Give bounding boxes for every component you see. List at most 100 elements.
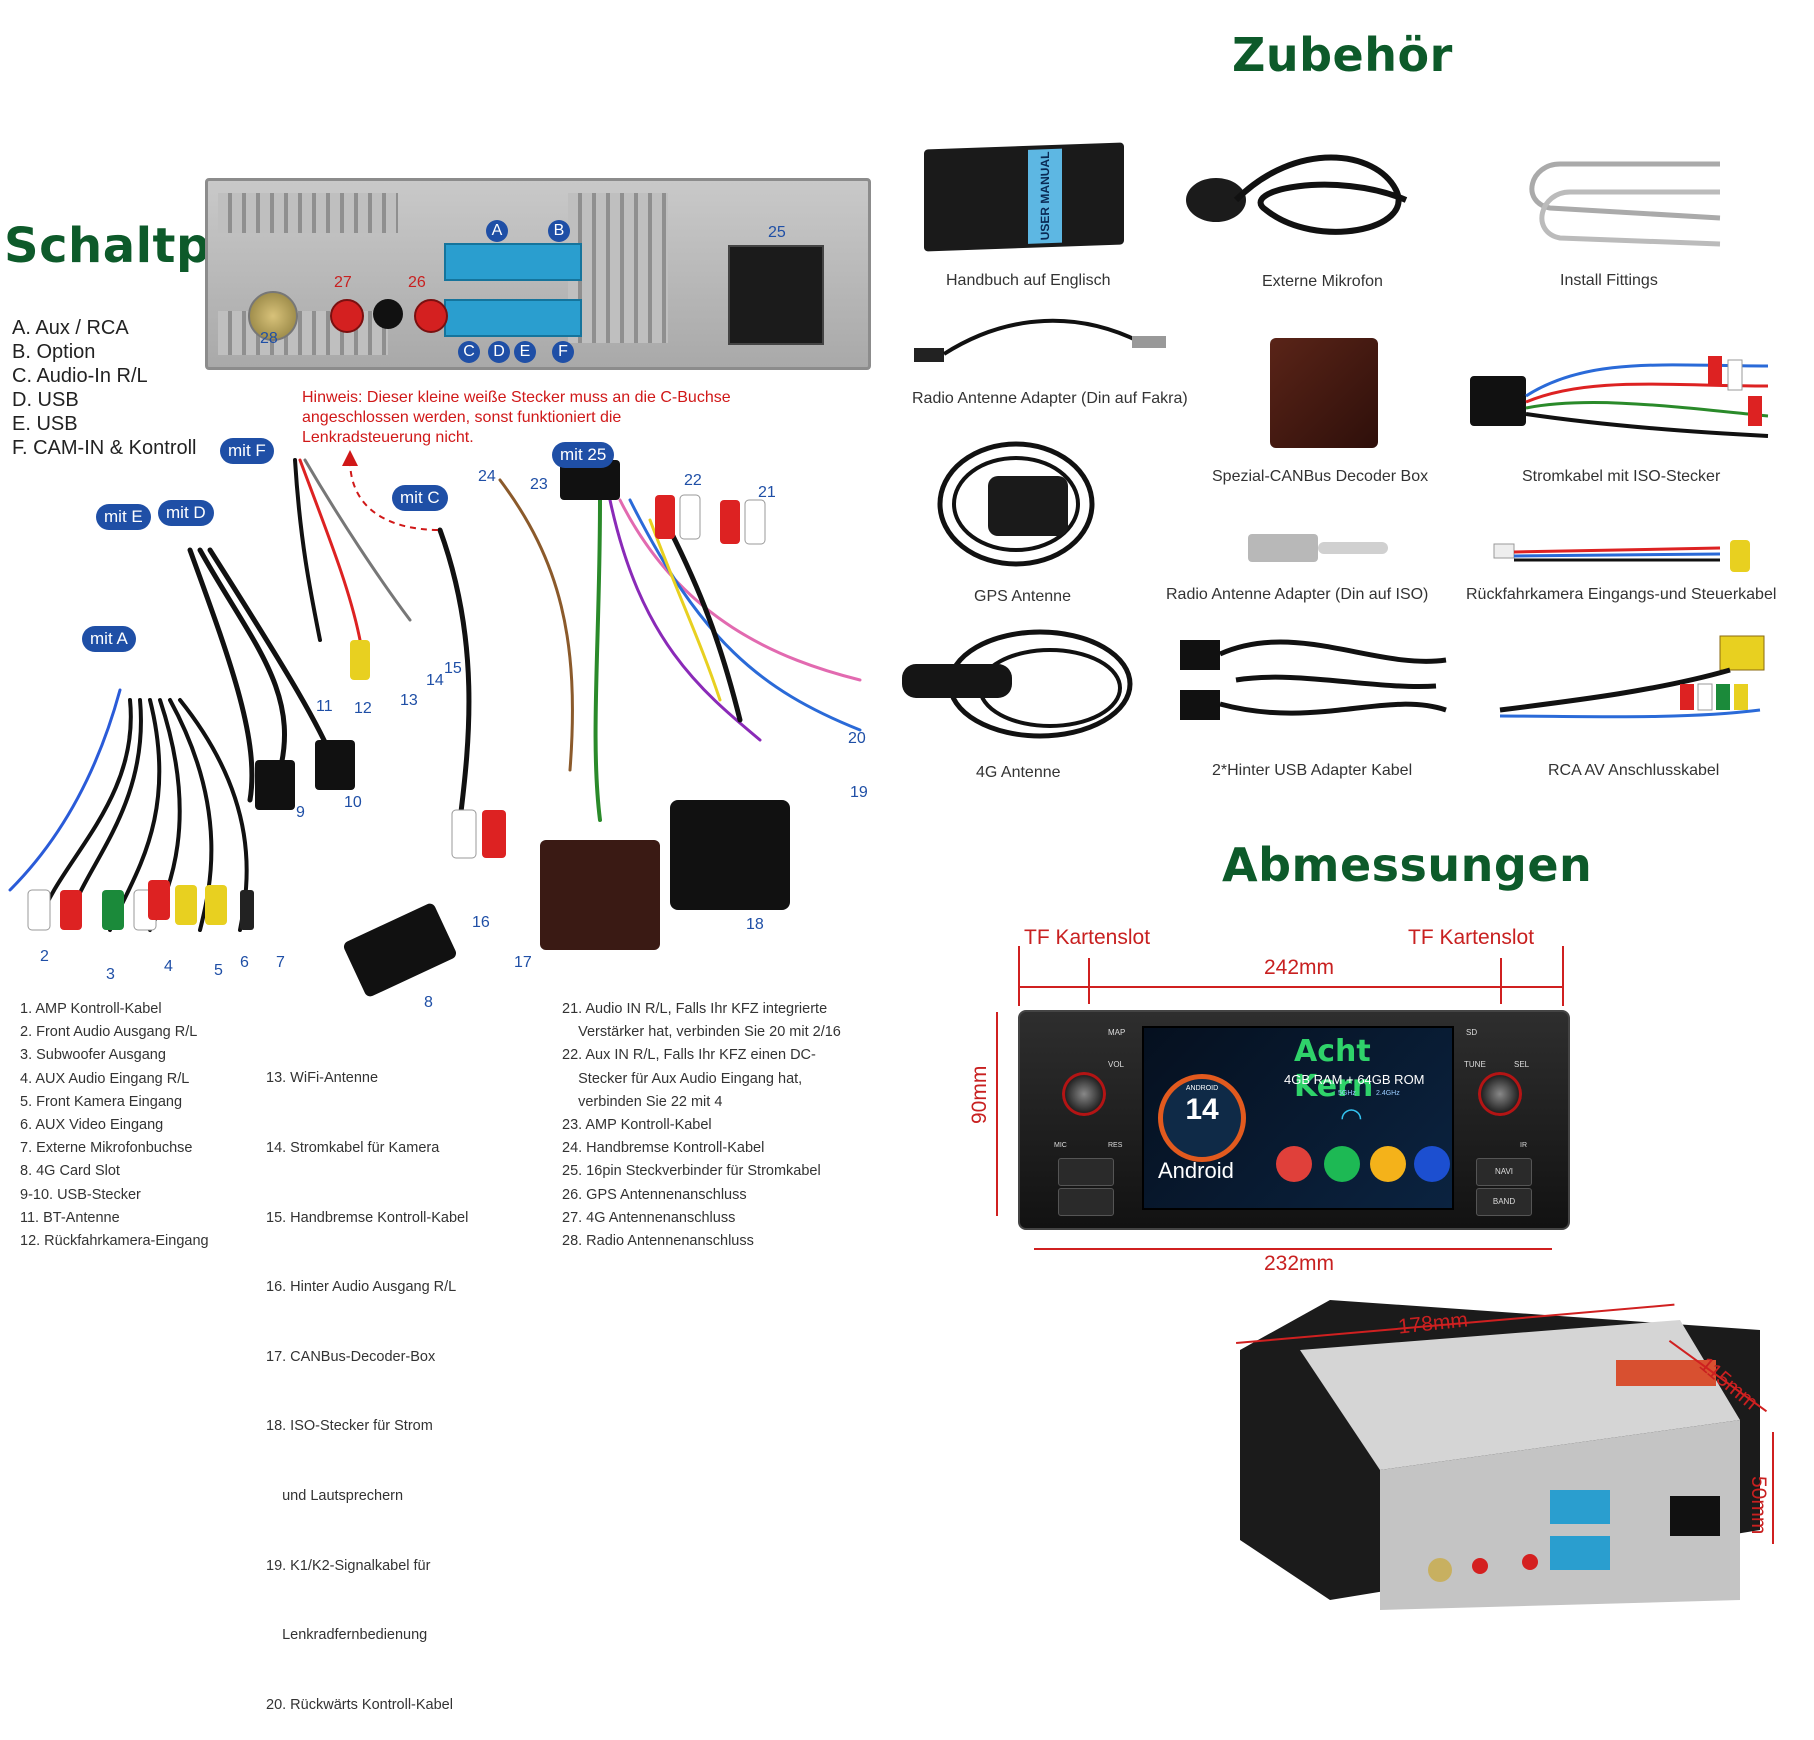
- bubble-mit-f: mit F: [220, 438, 274, 464]
- accessory-label: Spezial-CANBus Decoder Box: [1212, 468, 1429, 485]
- parts-list-item: 23. AMP Kontroll-Kabel: [562, 1117, 712, 1134]
- parts-list-item: 26. GPS Antennenanschluss: [562, 1186, 747, 1203]
- netflix-icon[interactable]: [1414, 1146, 1450, 1182]
- connector-label-e: E: [514, 341, 536, 363]
- ir-label: IR: [1520, 1142, 1527, 1149]
- connector-ab: [444, 243, 582, 281]
- android-version: 14: [1185, 1093, 1219, 1126]
- cable-number: 12: [354, 700, 372, 717]
- cable-number: 20: [848, 730, 866, 747]
- cable-number: 6: [240, 954, 249, 971]
- connector-label-d: D: [488, 341, 510, 363]
- connector-cdef: [444, 299, 582, 337]
- android-badge: ANDROID 14: [1158, 1074, 1246, 1162]
- rear-camera-cable-image: [1493, 540, 1750, 572]
- gps-antenna-image: [937, 441, 1095, 567]
- parts-list-item: verbinden Sie 22 mit 4: [562, 1093, 723, 1110]
- parts-list-item: 21. Audio IN R/L, Falls Ihr KFZ integrie…: [562, 1001, 828, 1017]
- width-bottom-label: 232mm: [1264, 1252, 1335, 1275]
- accessory-label: Radio Antenne Adapter (Din auf Fakra): [912, 390, 1188, 407]
- bubble-mit-25: mit 25: [552, 442, 615, 468]
- cable-number: 2: [40, 948, 49, 965]
- cable-number: 15: [444, 660, 462, 677]
- bubble-mit-d: mit D: [158, 500, 214, 526]
- cable-number: 16: [472, 914, 490, 931]
- accessory-label: Radio Antenne Adapter (Din auf ISO): [1166, 586, 1429, 603]
- connector-label-28: 28: [260, 330, 278, 347]
- tf-arrow-right: [1500, 958, 1502, 1004]
- legend-item: D. USB: [12, 389, 79, 411]
- parts-list-col1: 1. AMP Kontroll-Kabel 2. Front Audio Aus…: [20, 998, 209, 1253]
- note-arrow: [342, 450, 441, 531]
- parts-list-item: 3. Subwoofer Ausgang: [20, 1047, 166, 1064]
- spotify-icon[interactable]: [1324, 1146, 1360, 1182]
- sel-label: SEL: [1514, 1060, 1530, 1069]
- parts-list-item: 28. Radio Antennenanschluss: [562, 1233, 754, 1250]
- accessory-label: 2*Hinter USB Adapter Kabel: [1212, 762, 1413, 779]
- volume-knob[interactable]: [1062, 1072, 1106, 1116]
- cable-number: 9: [296, 804, 305, 821]
- dimension-line-left: [996, 1012, 998, 1216]
- wiring-harness-illustration: [8, 458, 862, 997]
- map-label: MAP: [1108, 1028, 1126, 1037]
- screen-memory: 4GB RAM + 64GB ROM: [1284, 1072, 1425, 1087]
- back-button[interactable]: [1058, 1188, 1114, 1216]
- connector-label-26: 26: [408, 274, 426, 291]
- abmessungen-heading: Abmessungen: [1222, 838, 1593, 892]
- parts-list-item: 4. AUX Audio Eingang R/L: [20, 1070, 190, 1087]
- dimension-line-top: [1018, 986, 1564, 988]
- sd-label: SD: [1466, 1028, 1478, 1037]
- antenna-adapter-iso-image: [1248, 534, 1388, 562]
- cable-number: 18: [746, 916, 764, 933]
- unit-height-label: 50mm: [1747, 1476, 1770, 1535]
- band-button[interactable]: BAND: [1476, 1188, 1532, 1216]
- usb-adapter-cable-image: [1180, 639, 1447, 720]
- tf-slot-label-right: TF Kartenslot: [1408, 926, 1535, 949]
- app-icon[interactable]: [1370, 1146, 1406, 1182]
- width-top-label: 242mm: [1264, 956, 1335, 979]
- connector-label-27: 27: [334, 274, 352, 291]
- 4g-antenna-image: [902, 629, 1133, 739]
- cable-number: 11: [316, 698, 333, 715]
- mic-label: MIC: [1054, 1142, 1067, 1149]
- cable-number: 23: [530, 476, 548, 493]
- parts-list-item: 14. Stromkabel für Kamera: [266, 1140, 440, 1157]
- cable-number: 7: [276, 954, 285, 971]
- accessory-label: Stromkabel mit ISO-Stecker: [1522, 468, 1721, 485]
- parts-list-item: Stecker für Aux Audio Eingang hat,: [562, 1070, 803, 1087]
- parts-list-item: 27. 4G Antennenanschluss: [562, 1209, 736, 1226]
- navi-button[interactable]: NAVI: [1476, 1158, 1532, 1186]
- cooling-fins: [218, 193, 398, 233]
- app-icon[interactable]: [1276, 1146, 1312, 1182]
- bubble-mit-a: mit A: [82, 626, 136, 652]
- accessory-label: GPS Antenne: [974, 588, 1071, 605]
- radio-back-panel: [205, 178, 871, 370]
- parts-list-item: 6. AUX Video Eingang: [20, 1117, 164, 1134]
- parts-list-item: 13. WiFi-Antenne: [266, 1070, 379, 1087]
- radio-antenna-socket: [248, 291, 298, 341]
- parts-list-item: 1. AMP Kontroll-Kabel: [20, 1001, 162, 1017]
- antenna-adapter-fakra-image: [914, 318, 1166, 362]
- parts-list-item: 24. Handbremse Kontroll-Kabel: [562, 1140, 765, 1157]
- radio-unit-3d-image: [1240, 1300, 1760, 1620]
- tune-label: TUNE: [1464, 1060, 1486, 1069]
- cable-number: 10: [344, 794, 362, 811]
- parts-list-col2: 13. WiFi-Antenne 14. Stromkabel für Kame…: [266, 1021, 468, 1740]
- parts-list-item: 25. 16pin Steckverbinder für Stromkabel: [562, 1163, 821, 1180]
- tune-knob[interactable]: [1478, 1072, 1522, 1116]
- radio-front-image: MAP VOL MIC RES SD TUNE SEL IR NAVI BAND…: [1018, 1010, 1570, 1230]
- manual-cover-label: USER MANUAL: [1028, 148, 1062, 244]
- parts-list-item: 19. K1/K2-Signalkabel für: [266, 1557, 431, 1574]
- home-button[interactable]: [1058, 1158, 1114, 1186]
- dimension-tick: [1018, 946, 1020, 1006]
- accessory-label: Install Fittings: [1560, 272, 1658, 289]
- height-label: 90mm: [968, 1065, 991, 1124]
- radio-screen: Acht Kern 4GB RAM + 64GB ROM ANDROID 14 …: [1142, 1026, 1454, 1210]
- cable-number: 8: [424, 994, 433, 1011]
- wifi-24ghz-label: 2.4GHz: [1376, 1090, 1400, 1097]
- zubehor-heading: Zubehör: [1232, 28, 1453, 82]
- parts-list-item: 20. Rückwärts Kontroll-Kabel: [266, 1696, 453, 1713]
- warning-note: Hinweis: Dieser kleine weiße Stecker mus…: [302, 389, 731, 446]
- connector-label-25: 25: [768, 224, 786, 241]
- parts-list-item: 17. CANBus-Decoder-Box: [266, 1348, 436, 1365]
